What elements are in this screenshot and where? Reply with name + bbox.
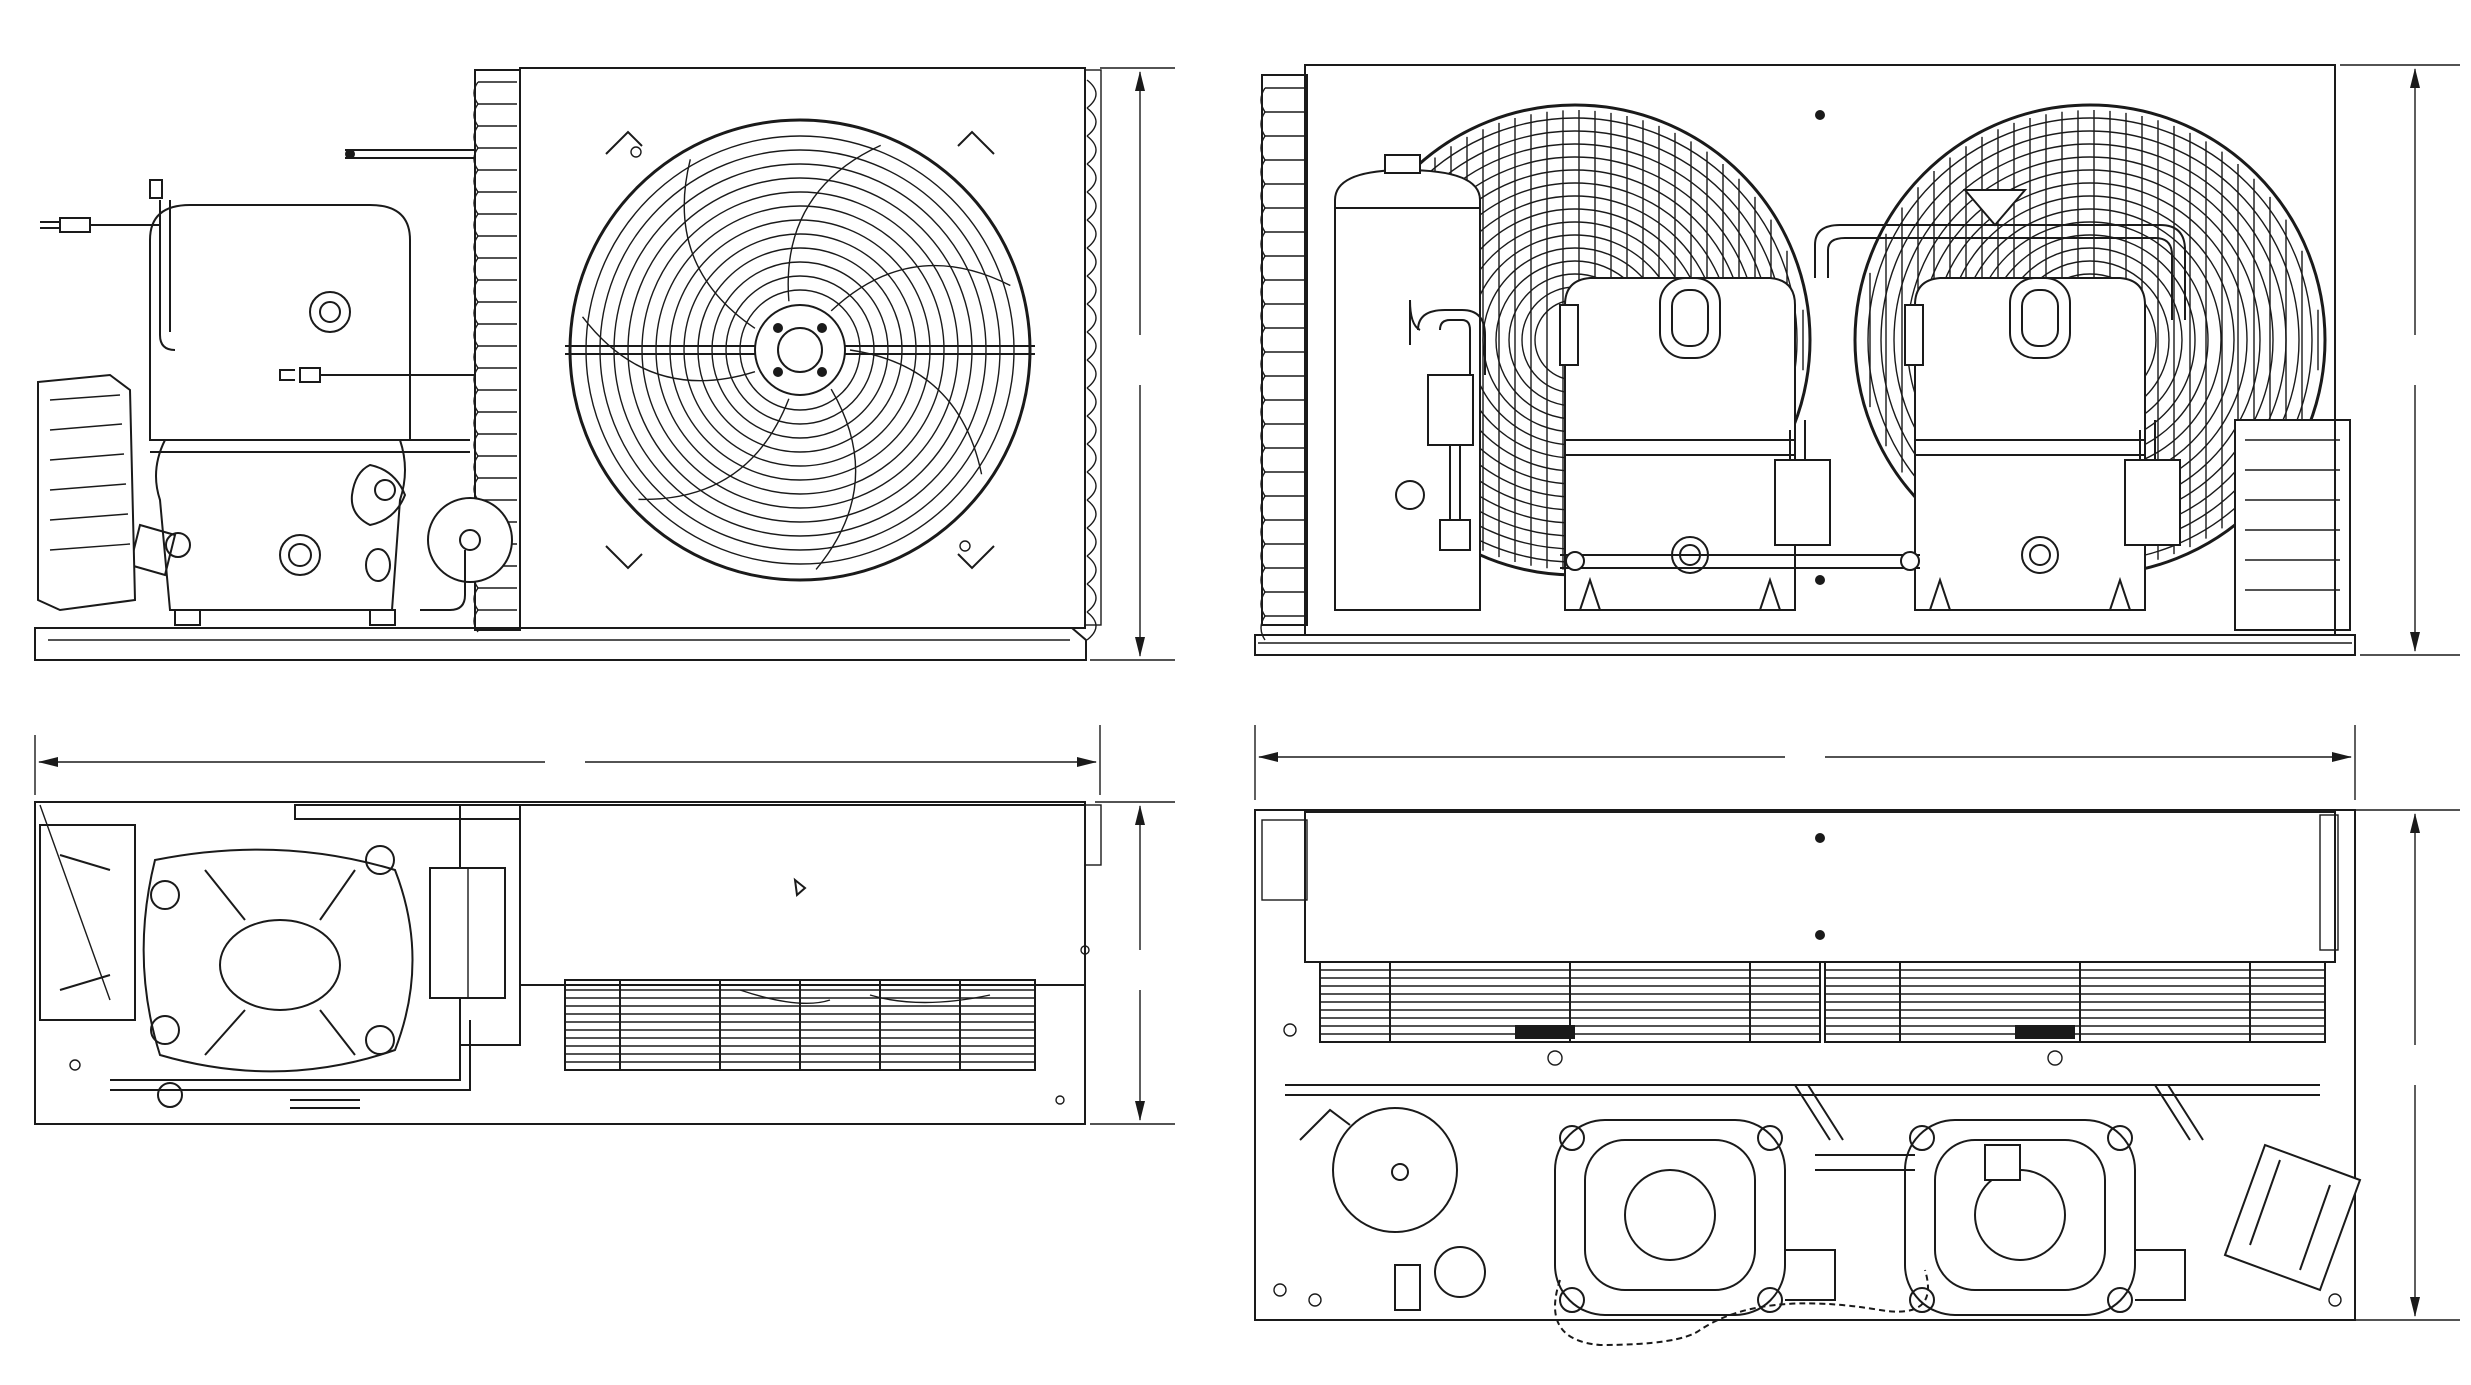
large-unit-top-plan bbox=[1254, 809, 2362, 1347]
large-unit-width-dimension bbox=[1254, 725, 2356, 800]
receiver-tank bbox=[1334, 154, 1486, 611]
small-unit-height-dimension bbox=[1090, 67, 1175, 661]
large-unit-front-elevation bbox=[1254, 64, 2356, 656]
small-unit-front-elevation bbox=[34, 67, 1102, 661]
large-unit-depth-dimension bbox=[2345, 809, 2460, 1321]
compressor-1 bbox=[1559, 277, 1831, 611]
compressor-2 bbox=[1904, 277, 2181, 611]
condenser-coil-tubes bbox=[1260, 87, 1304, 641]
coil-return-bends bbox=[1086, 79, 1097, 641]
compressor bbox=[149, 204, 411, 626]
large-unit-height-dimension bbox=[2340, 64, 2460, 656]
compressor-1-top bbox=[1554, 1119, 1836, 1316]
small-unit-width-dimension bbox=[34, 725, 1101, 795]
fan-guard bbox=[565, 118, 1035, 582]
compressor-2-top bbox=[1904, 1119, 2186, 1316]
small-unit-top-plan bbox=[34, 801, 1102, 1125]
small-unit-depth-dimension bbox=[1090, 801, 1175, 1125]
